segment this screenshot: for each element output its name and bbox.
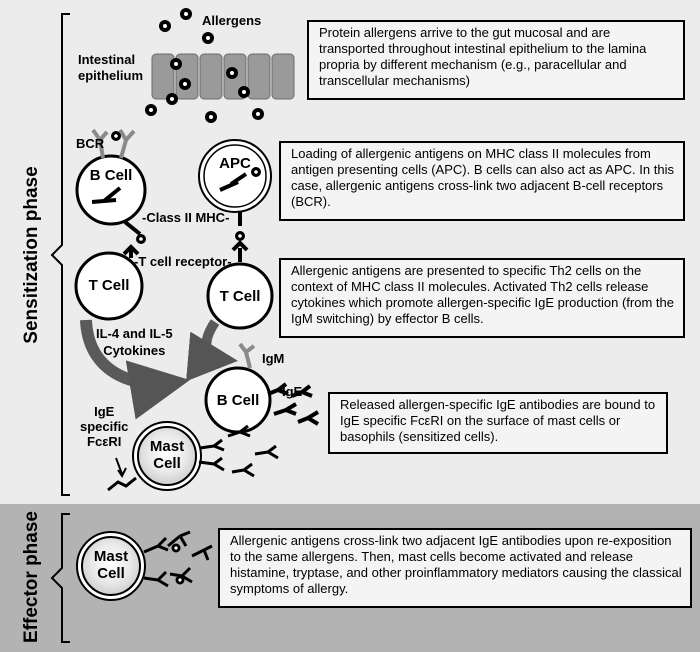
class-ii-mhc-label: -Class II MHC- — [142, 210, 230, 225]
mast-cell-sensitization-label: Mast Cell — [149, 438, 185, 472]
cytokine-arrow-left — [80, 319, 190, 420]
b-cell-upper-label: B Cell — [89, 167, 133, 184]
t-cell-left-label: T Cell — [88, 277, 130, 294]
note-antigen-loading: Loading of allergenic antigens on MHC cl… — [279, 141, 685, 221]
mhc-tcr-links — [122, 212, 249, 262]
intestinal-epithelium-label: Intestinal epithelium — [78, 52, 144, 83]
note-effector-crosslink: Allergenic antigens cross-link two adjac… — [218, 528, 692, 608]
note-th2-presentation: Allergenic antigens are presented to spe… — [279, 258, 685, 338]
ige-fceri-label: IgE specific FcεRI — [80, 404, 129, 449]
allergens-label: Allergens — [202, 13, 262, 28]
note-ige-binding: Released allergen-specific IgE antibodie… — [328, 392, 668, 454]
mast-cell-sensitization — [107, 421, 279, 492]
apc-cell — [198, 139, 272, 213]
cytokine-arrow-right — [185, 319, 238, 382]
igm-label: IgM — [262, 351, 285, 366]
bcr-receptors — [91, 128, 136, 159]
t-cell-right-circle — [206, 262, 274, 330]
bcr-label: BCR — [76, 136, 105, 151]
ige-label: IgE — [282, 384, 303, 399]
b-cell-upper — [75, 128, 147, 226]
apc-label: APC — [219, 155, 251, 172]
effector-bracket — [50, 513, 70, 643]
ige-antibodies — [267, 382, 320, 426]
mast-cell-effector-label: Mast Cell — [93, 548, 129, 582]
b-cell-lower-label: B Cell — [216, 392, 260, 409]
t-cell-left-circle — [74, 251, 144, 321]
sensitization-phase-label: Sensitization phase — [21, 166, 42, 344]
t-cell-receptor-label: -T cell receptor- — [134, 254, 232, 269]
allergen-dots — [145, 8, 264, 123]
t-cell-right-label: T Cell — [219, 288, 261, 305]
effector-phase-label: Effector phase — [21, 511, 42, 643]
note-allergen-transport: Protein allergens arrive to the gut muco… — [307, 20, 685, 100]
intestinal-epithelium — [151, 53, 295, 100]
sensitization-bracket — [50, 13, 70, 496]
cytokines-label: IL-4 and IL-5 Cytokines — [96, 326, 173, 358]
mast-cell-effector — [76, 530, 213, 601]
